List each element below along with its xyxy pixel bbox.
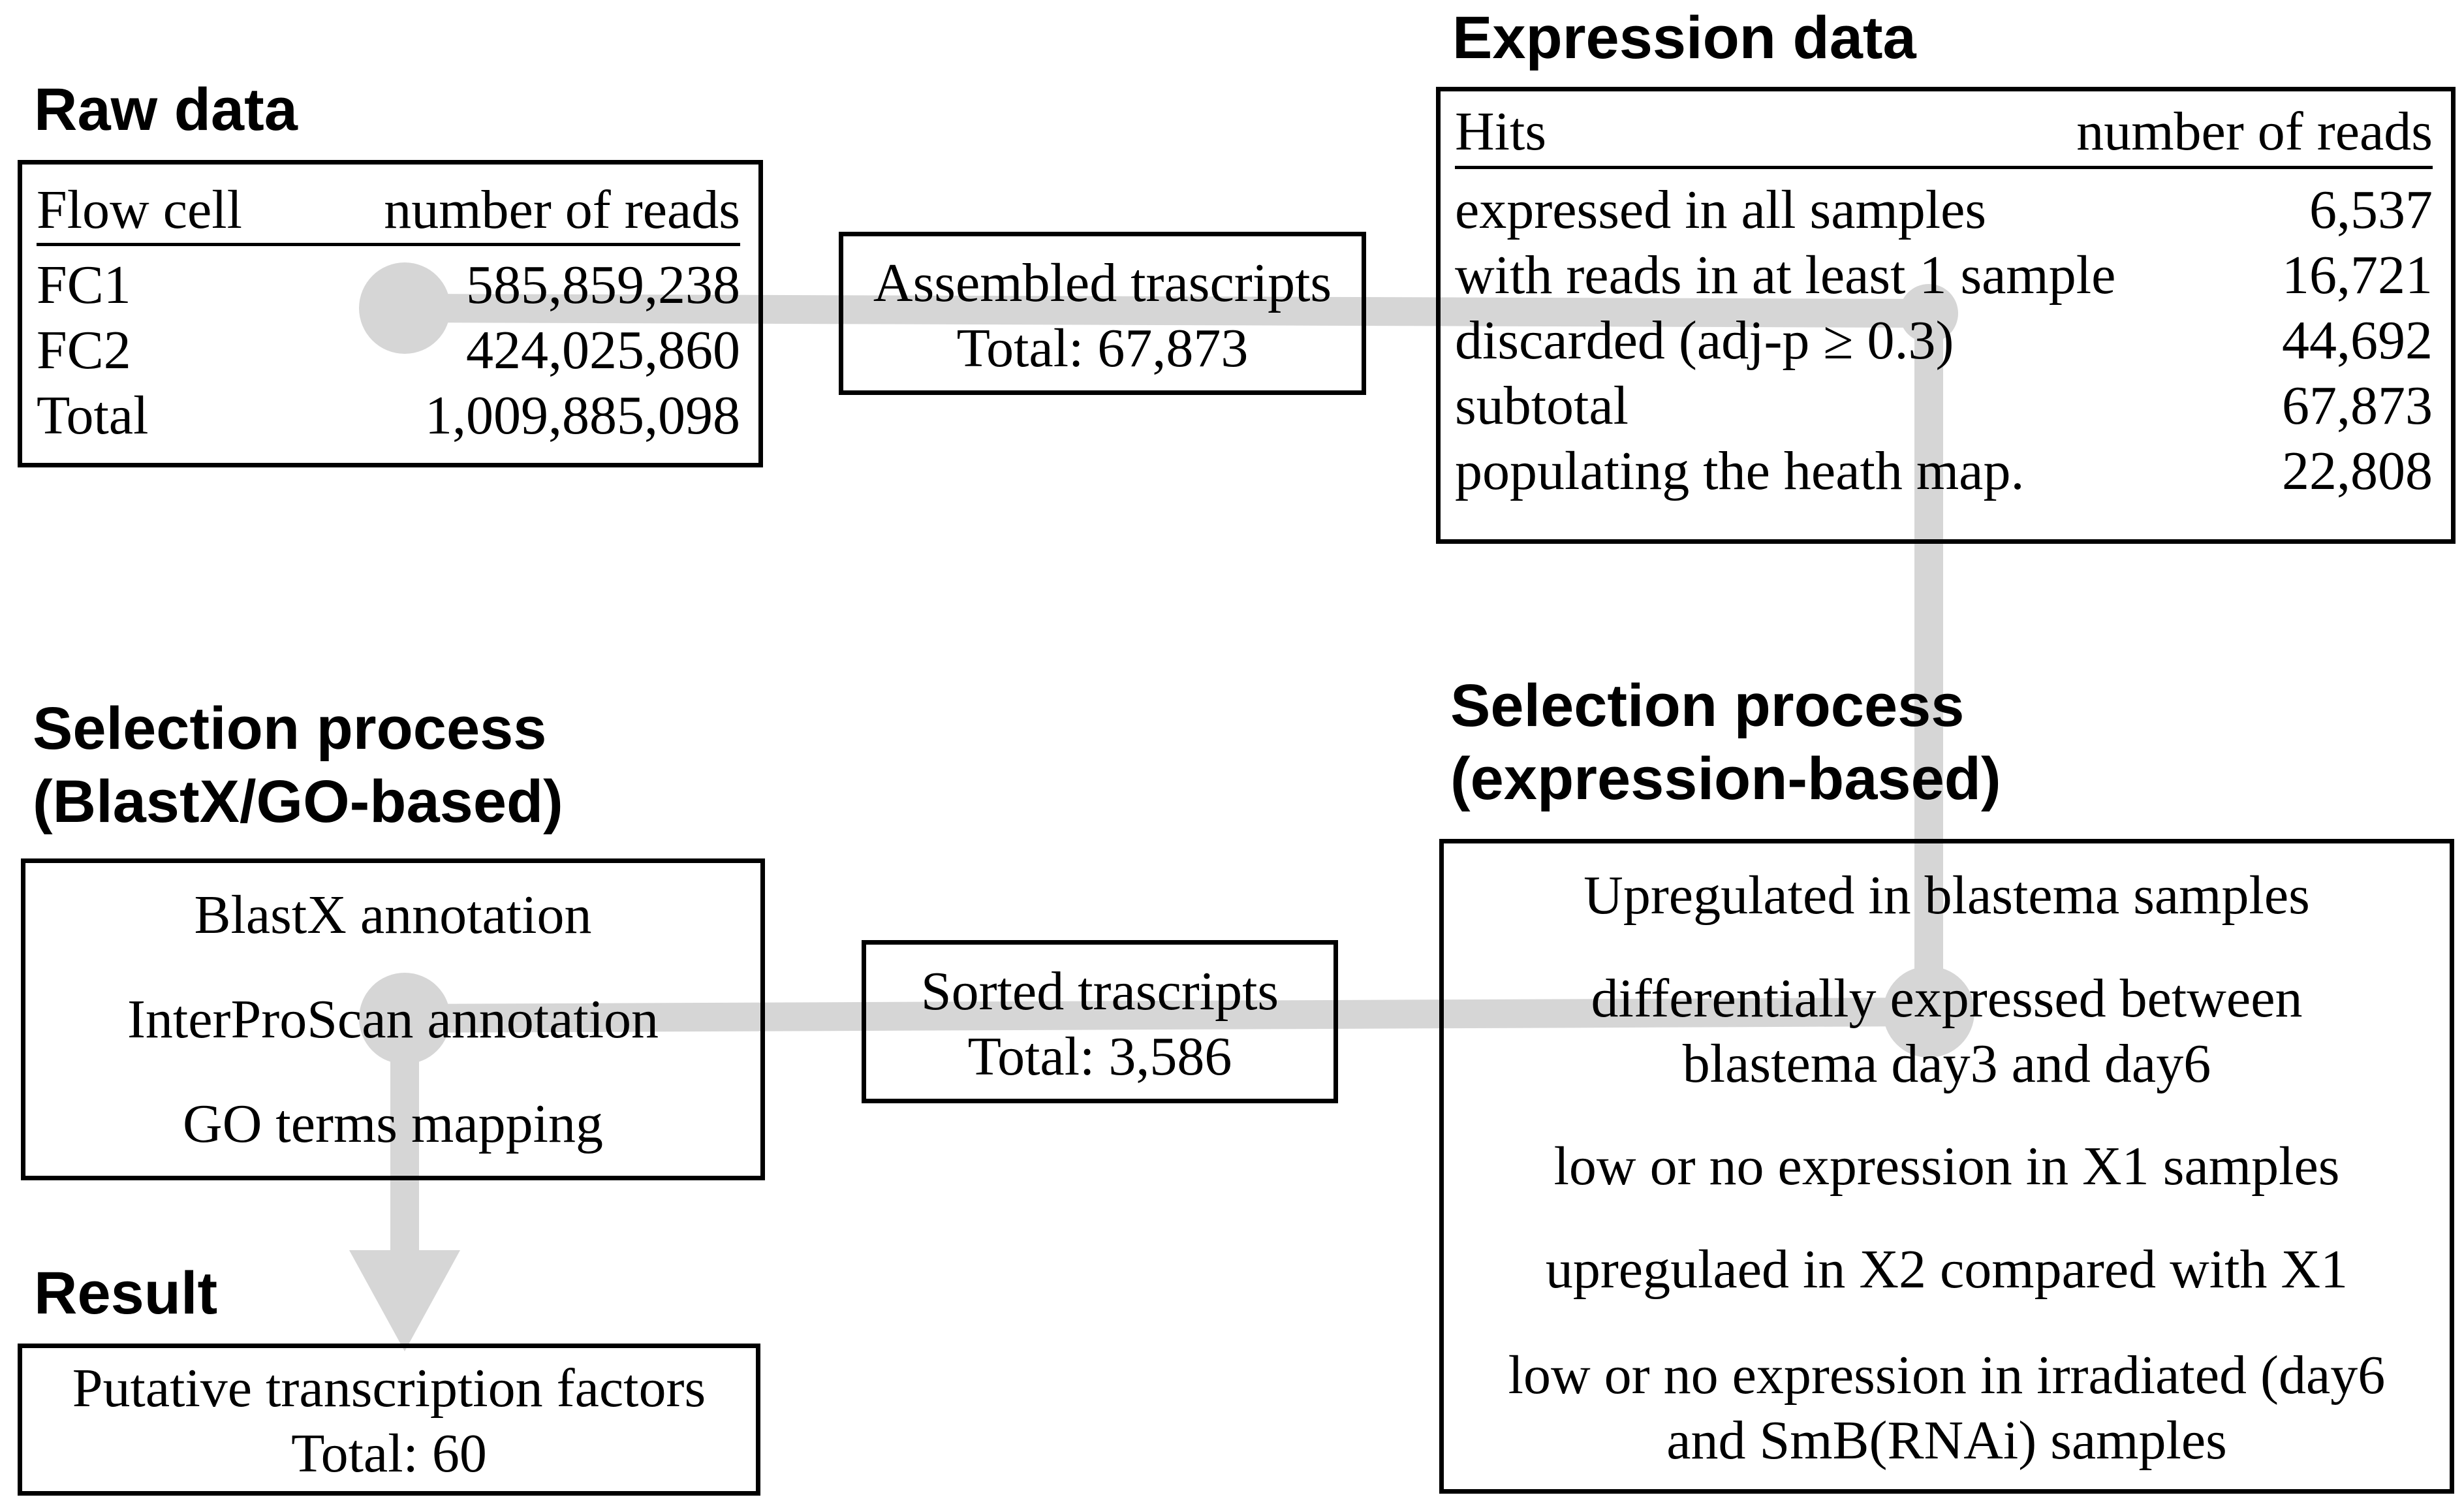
flow-turn-dot-bottom [1883, 966, 1974, 1058]
expression-data-row: expressed in all samples 6,537 [1455, 178, 2433, 243]
result-title: Putative transcription factors [72, 1358, 706, 1419]
expression-data-row: subtotal 67,873 [1455, 373, 2433, 439]
criterion: differentially expressed between blastem… [1591, 968, 2303, 1094]
flow-turn-dot-top [1899, 284, 1958, 343]
expression-data-header-right: number of reads [2076, 101, 2433, 162]
result-box: Putative transcription factors Total: 60 [18, 1344, 760, 1496]
raw-data-row-value: 424,025,860 [466, 320, 740, 381]
expression-data-table: Hits number of reads expressed in all sa… [1436, 87, 2456, 544]
flow-turn-dot-left [359, 973, 450, 1064]
expression-data-row-label: discarded (adj-p ≥ 0.3) [1455, 310, 1954, 371]
criterion: low or no expression in X1 samples [1553, 1136, 2340, 1197]
step: InterProScan annotation [127, 989, 659, 1050]
raw-data-row: Total 1,009,885,098 [37, 383, 740, 448]
sorted-transcripts-title: Sorted trascripts [920, 961, 1279, 1022]
raw-data-row: FC2 424,025,860 [37, 318, 740, 383]
sorted-transcripts-total: Total: 3,586 [967, 1026, 1232, 1087]
expression-data-row-label: expressed in all samples [1455, 180, 1987, 240]
criterion: upregulaed in X2 compared with X1 [1545, 1239, 2348, 1300]
expression-data-row: with reads in at least 1 sample 16,721 [1455, 243, 2433, 308]
criterion: low or no expression in irradiated (day6… [1508, 1345, 2386, 1471]
assembled-transcripts-title: Assembled trascripts [873, 253, 1332, 313]
expression-data-row-value: 6,537 [2309, 180, 2433, 240]
expression-data-row-value: 44,692 [2282, 310, 2433, 371]
expression-data-row-value: 22,808 [2282, 441, 2433, 501]
raw-data-row-label: Total [37, 385, 149, 446]
flow-start-dot [359, 262, 450, 354]
selection-expression-box: Upregulated in blastema samples differen… [1439, 839, 2454, 1494]
flow-arrowhead [349, 1250, 460, 1351]
raw-data-row-value: 585,859,238 [466, 255, 740, 315]
expression-data-row-label: subtotal [1455, 375, 1629, 436]
expression-data-header: Hits number of reads [1455, 99, 2433, 169]
expression-data-row-value: 67,873 [2282, 375, 2433, 436]
raw-data-row-label: FC1 [37, 255, 131, 315]
raw-data-table: Flow cell number of reads FC1 585,859,23… [18, 160, 763, 467]
result-total: Total: 60 [291, 1423, 487, 1484]
selection-blastx-heading: Selection process (BlastX/GO-based) [33, 695, 563, 835]
criterion: Upregulated in blastema samples [1583, 865, 2310, 926]
selection-expression-heading: Selection process (expression-based) [1450, 672, 2001, 812]
step: BlastX annotation [194, 885, 592, 945]
expression-data-row: discarded (adj-p ≥ 0.3) 44,692 [1455, 308, 2433, 373]
expression-data-row: populating the heath map. 22,808 [1455, 439, 2433, 504]
raw-data-row: FC1 585,859,238 [37, 253, 740, 318]
selection-blastx-box: BlastX annotation InterProScan annotatio… [21, 858, 765, 1180]
raw-data-header-left: Flow cell [37, 180, 242, 240]
assembled-transcripts-total: Total: 67,873 [956, 318, 1249, 379]
expression-data-heading: Expression data [1452, 5, 1916, 71]
raw-data-row-value: 1,009,885,098 [425, 385, 740, 446]
expression-data-row-label: populating the heath map. [1455, 441, 2025, 501]
expression-data-row-label: with reads in at least 1 sample [1455, 245, 2116, 306]
raw-data-heading: Raw data [34, 76, 298, 143]
result-heading: Result [34, 1260, 218, 1327]
step: GO terms mapping [183, 1093, 603, 1154]
assembled-transcripts-box: Assembled trascripts Total: 67,873 [839, 232, 1366, 395]
raw-data-header: Flow cell number of reads [37, 178, 740, 246]
expression-data-row-value: 16,721 [2282, 245, 2433, 306]
sorted-transcripts-box: Sorted trascripts Total: 3,586 [862, 940, 1338, 1103]
raw-data-row-label: FC2 [37, 320, 131, 381]
raw-data-header-right: number of reads [384, 180, 740, 240]
expression-data-header-left: Hits [1455, 101, 1547, 162]
